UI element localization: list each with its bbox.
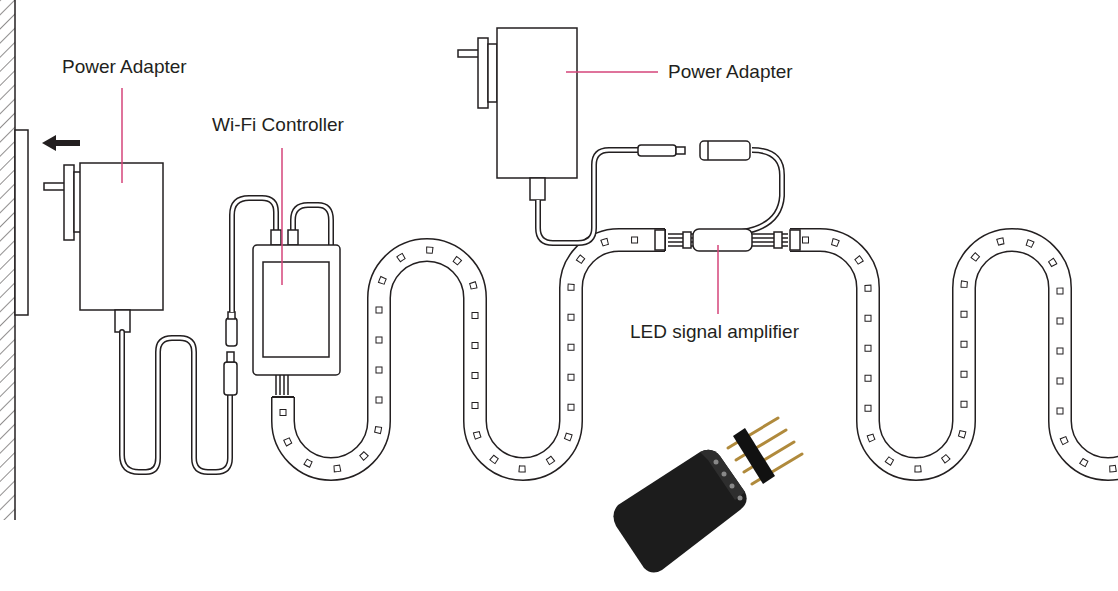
controller-pins	[276, 375, 288, 395]
pin-header	[774, 232, 782, 248]
adapter-cable-outline	[538, 150, 640, 243]
power-adapter-left	[44, 163, 163, 332]
wifi-controller	[253, 245, 340, 375]
adapter-cable-fill	[538, 150, 640, 243]
strip-end	[655, 230, 665, 250]
amplifier-cable-outline	[742, 150, 782, 232]
label-holder: Power Adapter	[62, 56, 187, 78]
part-label: Power Adapter	[62, 56, 187, 78]
part-label: Power Adapter	[668, 61, 793, 83]
pin-header	[683, 232, 691, 248]
part-label: Wi-Fi Controller	[212, 114, 344, 136]
led-signal-amplifier	[693, 229, 752, 251]
strip-end	[790, 230, 800, 250]
adapter-cable-outline	[122, 332, 230, 472]
barrel-connector	[224, 312, 237, 395]
leader-line	[122, 72, 718, 314]
amplifier-cable-fill	[742, 150, 782, 232]
rgb-connector-closeup	[613, 418, 802, 573]
dc-plugs	[638, 141, 750, 160]
strip-end	[272, 396, 294, 398]
part-label: LED signal amplifier	[630, 321, 799, 343]
wall-outlet	[15, 130, 28, 315]
label-holder: Wi-Fi Controller	[212, 114, 344, 136]
label-holder: LED signal amplifier	[630, 321, 799, 343]
led-strip	[283, 240, 1118, 469]
power-adapter-right	[458, 28, 577, 200]
label-holder: Power Adapter	[668, 61, 793, 83]
adapter-cable-fill	[122, 332, 230, 472]
plug-in-arrow	[42, 135, 80, 151]
wall-hatch	[0, 0, 15, 520]
